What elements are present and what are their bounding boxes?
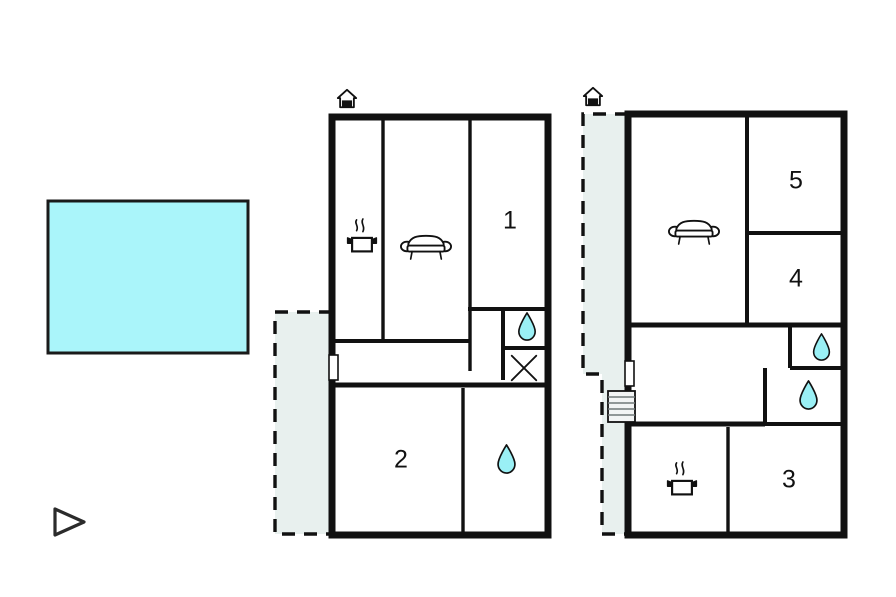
room-label-1: 1 — [503, 207, 517, 235]
entry-stairs — [607, 390, 636, 423]
right-terrace — [581, 112, 628, 536]
swimming-pool — [46, 199, 250, 355]
house-entrance-icon — [582, 86, 604, 107]
left-building: 1 2 — [273, 88, 552, 539]
north-arrow — [53, 507, 86, 537]
right-building: 5 4 3 — [581, 86, 848, 539]
room-label-2: 2 — [394, 446, 408, 474]
left-interior-walls — [335, 120, 545, 532]
room-label-5: 5 — [789, 167, 803, 195]
left-entry-door[interactable] — [328, 354, 339, 381]
right-interior-walls — [631, 117, 841, 532]
right-entry-door[interactable] — [624, 360, 635, 387]
house-entrance-icon — [336, 88, 358, 109]
room-label-4: 4 — [789, 265, 803, 293]
left-terrace — [273, 310, 332, 536]
room-label-3: 3 — [782, 466, 796, 494]
